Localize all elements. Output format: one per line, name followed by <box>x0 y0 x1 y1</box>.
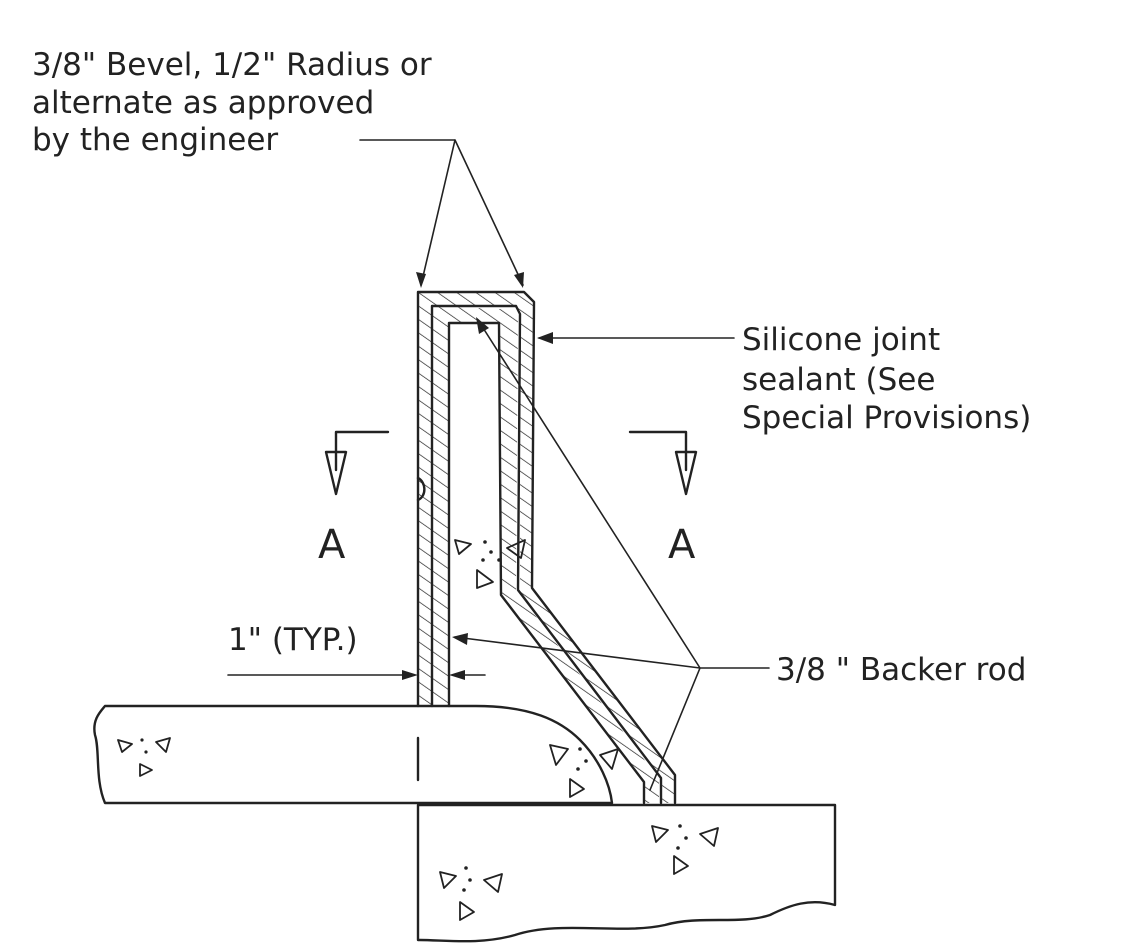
backer-rod-outline <box>447 321 646 805</box>
aggregate-symbol-4 <box>651 824 719 875</box>
sealant-label-line-3: Special Provisions) <box>742 400 1031 436</box>
dim-arrow-right <box>449 670 465 680</box>
typ-dimension-label: 1" (TYP.) <box>228 622 358 658</box>
bevel-leader <box>359 139 524 286</box>
section-marker-right-line <box>628 430 688 472</box>
bevel-arrow-left <box>416 272 426 288</box>
section-marker-left-line <box>334 430 390 472</box>
bevel-label-line-2: alternate as approved <box>32 85 374 121</box>
bevel-label-line-3: by the engineer <box>32 122 278 158</box>
joint-notch <box>416 476 426 502</box>
section-label-right: A <box>668 522 696 568</box>
sealant-band <box>418 292 675 803</box>
section-marker-right-arrow <box>674 450 698 496</box>
aggregate-symbol-2 <box>117 737 171 777</box>
aggregate-symbol-5 <box>439 866 503 921</box>
section-label-left: A <box>318 522 346 568</box>
aggregate-symbol-1 <box>454 539 526 589</box>
sealant-label-line-2: sealant (See <box>742 362 935 398</box>
bevel-arrow-right <box>514 272 524 288</box>
bevel-label-line-1: 3/8" Bevel, 1/2" Radius or <box>32 47 432 83</box>
aggregate-symbol-3 <box>549 744 619 798</box>
sealant-label-line-1: Silicone joint <box>742 322 940 358</box>
upper-slab <box>93 704 614 805</box>
backer-rod-label: 3/8 " Backer rod <box>776 652 1026 688</box>
lower-slab <box>416 803 837 943</box>
sealant-arrow <box>537 332 553 344</box>
section-marker-left-arrow <box>324 450 348 496</box>
backer-arrow-2 <box>476 317 489 334</box>
sealant-inner-outline <box>430 304 663 805</box>
backer-leader <box>454 319 770 791</box>
sealant-outer-outline <box>416 290 677 805</box>
dim-arrow-left <box>402 670 418 680</box>
backer-arrow-1 <box>452 633 468 645</box>
